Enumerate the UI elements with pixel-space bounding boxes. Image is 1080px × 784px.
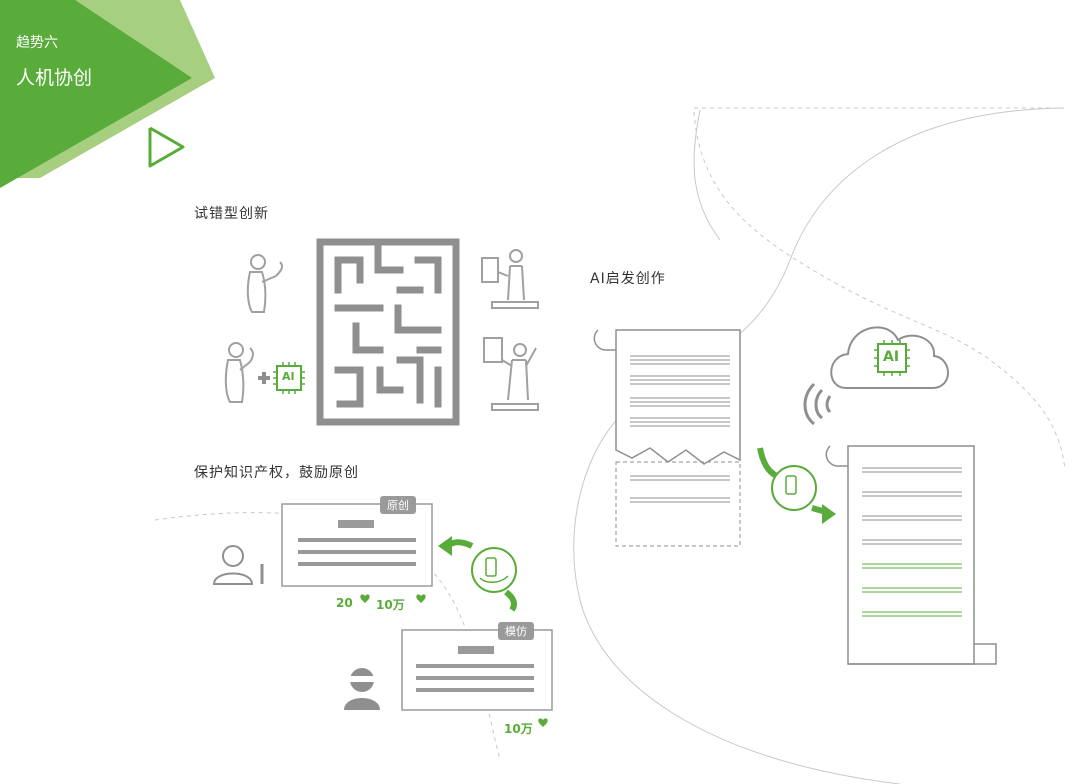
page-subtitle: 趋势六 — [16, 35, 58, 51]
section-ip-protect: 保护知识产权，鼓励原创 — [194, 465, 359, 481]
play-arrow-icon — [148, 126, 185, 168]
wifi-signal-icon — [803, 382, 832, 426]
phone-hand-icon — [471, 547, 517, 593]
plus-icon — [258, 372, 270, 384]
corner-decoration — [0, 0, 215, 188]
thief-icon — [344, 668, 380, 710]
ai-chip-label: AI — [282, 370, 295, 383]
music-score-result — [825, 445, 997, 665]
flow-arrows-right — [757, 447, 836, 524]
heart-icon — [360, 594, 548, 727]
cloud-icon — [830, 326, 949, 389]
original-count-b: 10万 — [376, 598, 405, 612]
ai-cloud-label: AI — [883, 349, 900, 365]
imitate-tag: 模仿 — [498, 622, 534, 640]
original-tag: 原创 — [380, 496, 416, 514]
section-ai-inspire: AI启发创作 — [590, 271, 666, 287]
music-score-icon — [593, 329, 741, 547]
section-trial-error: 试错型创新 — [194, 206, 269, 222]
original-count-a: 20 — [336, 596, 353, 610]
person-thinking-icon — [224, 254, 284, 403]
person-celebrating-icon — [483, 337, 539, 411]
maze-icon — [316, 238, 460, 426]
person-presenting-icon — [481, 249, 539, 309]
page-title: 人机协创 — [16, 67, 93, 89]
original-card — [281, 503, 433, 587]
avatar-icon — [212, 545, 264, 585]
imitate-count: 10万 — [504, 722, 533, 736]
ai-chip-icon — [273, 362, 305, 394]
imitate-card — [401, 629, 553, 711]
